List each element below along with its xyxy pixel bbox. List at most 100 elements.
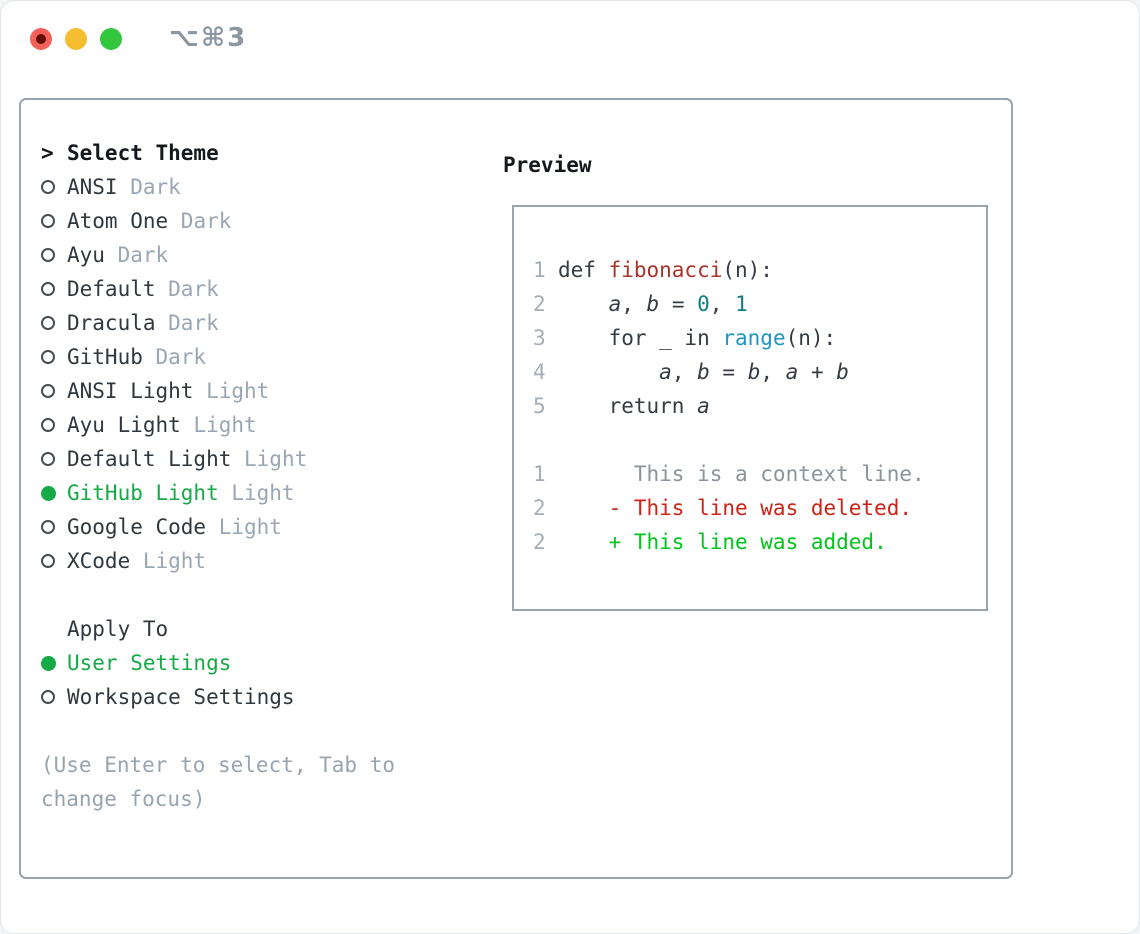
- radio-circle: [41, 554, 55, 568]
- token-variable: b: [697, 360, 710, 384]
- line-number: 1: [533, 258, 546, 282]
- prompt-icon: >: [41, 141, 54, 165]
- variant-tag: Light: [206, 515, 282, 539]
- radio-selected-icon[interactable]: [41, 476, 67, 510]
- radio-unselected-icon[interactable]: [41, 510, 67, 544]
- token-variable: b: [747, 360, 761, 384]
- line-number: 5: [533, 394, 546, 418]
- titlebar: ⌥⌘3: [1, 1, 1139, 71]
- variant-tag: Light: [218, 481, 295, 505]
- blank-line: [533, 423, 986, 457]
- variant-tag: Light: [130, 549, 207, 573]
- token-number: 1: [735, 292, 748, 316]
- maximize-button[interactable]: [100, 28, 122, 50]
- theme-item-ansi-light[interactable]: ANSI Light Light: [41, 374, 471, 408]
- radio-unselected-icon[interactable]: [41, 408, 67, 442]
- theme-item-default-light[interactable]: Default Light Light: [41, 442, 471, 476]
- theme-item-google-code[interactable]: Google Code Light: [41, 510, 471, 544]
- variant-tag: Dark: [104, 243, 169, 267]
- option-label: Default Light: [67, 447, 232, 471]
- token-text: [558, 292, 609, 316]
- token-variable: a: [659, 360, 672, 384]
- theme-item-ayu-light[interactable]: Ayu Light Light: [41, 408, 471, 442]
- token-text: (n):: [785, 326, 837, 350]
- minimize-button[interactable]: [65, 28, 87, 50]
- token-number: 0: [697, 292, 710, 316]
- token-variable: a: [785, 360, 799, 384]
- radio-unselected-icon[interactable]: [41, 374, 67, 408]
- radio-unselected-icon[interactable]: [41, 238, 67, 272]
- variant-tag: Dark: [155, 277, 219, 301]
- line-number: 2: [533, 292, 546, 316]
- token-text: (n):: [722, 258, 773, 282]
- variant-tag: Light: [193, 379, 270, 403]
- radio-circle: [41, 384, 55, 398]
- close-button[interactable]: [30, 28, 52, 50]
- variant-tag: Light: [180, 413, 257, 437]
- token-text: for _ in: [558, 326, 723, 350]
- theme-item-github[interactable]: GitHub Dark: [41, 340, 471, 374]
- theme-item-ayu[interactable]: Ayu Dark: [41, 238, 471, 272]
- theme-item-atom-one[interactable]: Atom One Dark: [41, 204, 471, 238]
- apply-option-workspace-settings[interactable]: Workspace Settings: [41, 680, 471, 714]
- token-text: return: [558, 394, 698, 418]
- radio-unselected-icon[interactable]: [41, 680, 67, 714]
- theme-item-default[interactable]: Default Dark: [41, 272, 471, 306]
- apply-to-header-row: Apply To: [41, 612, 471, 646]
- token-text: +: [798, 360, 837, 384]
- theme-item-xcode[interactable]: XCode Light: [41, 544, 471, 578]
- token-text: =: [659, 292, 698, 316]
- option-label: ANSI: [67, 175, 118, 199]
- option-label: Workspace Settings: [67, 685, 295, 709]
- token-variable: b: [836, 360, 849, 384]
- diff-line-added: 2 + This line was added.: [533, 525, 986, 559]
- theme-list-header-row: > Select Theme: [41, 136, 471, 170]
- radio-unselected-icon[interactable]: [41, 204, 67, 238]
- radio-circle: [41, 486, 56, 501]
- option-label: Google Code: [67, 515, 207, 539]
- token-text: ,: [709, 292, 736, 316]
- token-text: =: [709, 360, 748, 384]
- token-variable: a: [697, 394, 710, 418]
- radio-circle: [41, 180, 55, 194]
- radio-unselected-icon[interactable]: [41, 170, 67, 204]
- theme-list-title: Select Theme: [67, 141, 219, 165]
- code-line: 3 for _ in range(n):: [533, 321, 986, 355]
- spacer: [41, 578, 471, 612]
- radio-circle: [41, 656, 56, 671]
- option-label: XCode: [67, 549, 131, 573]
- hint-text: (Use Enter to select, Tab to change focu…: [41, 753, 396, 811]
- token-builtin: range: [722, 326, 786, 350]
- option-label: User Settings: [67, 651, 232, 675]
- token-function: fibonacci: [608, 258, 723, 282]
- option-label: Ayu Light: [67, 413, 181, 437]
- token-variable: b: [646, 292, 660, 316]
- diff-line-deleted: 2 - This line was deleted.: [533, 491, 986, 525]
- option-label: ANSI Light: [67, 379, 194, 403]
- radio-selected-icon[interactable]: [41, 646, 67, 680]
- token-text: ,: [760, 360, 786, 384]
- radio-unselected-icon[interactable]: [41, 544, 67, 578]
- token-text: ,: [621, 292, 647, 316]
- radio-unselected-icon[interactable]: [41, 306, 67, 340]
- diff-text-deleted: - This line was deleted.: [558, 496, 913, 520]
- option-label: GitHub Light: [67, 481, 219, 505]
- line-number: 2: [533, 530, 546, 554]
- theme-item-github-light[interactable]: GitHub Light Light: [41, 476, 471, 510]
- apply-option-user-settings[interactable]: User Settings: [41, 646, 471, 680]
- radio-unselected-icon[interactable]: [41, 272, 67, 306]
- diff-text-context: This is a context line.: [558, 462, 925, 486]
- variant-tag: Dark: [117, 175, 181, 199]
- radio-circle: [41, 316, 55, 330]
- theme-item-dracula[interactable]: Dracula Dark: [41, 306, 471, 340]
- theme-item-ansi[interactable]: ANSI Dark: [41, 170, 471, 204]
- radio-unselected-icon[interactable]: [41, 442, 67, 476]
- option-label: Default: [67, 277, 156, 301]
- radio-circle: [41, 520, 55, 534]
- radio-unselected-icon[interactable]: [41, 340, 67, 374]
- variant-tag: Light: [231, 447, 308, 471]
